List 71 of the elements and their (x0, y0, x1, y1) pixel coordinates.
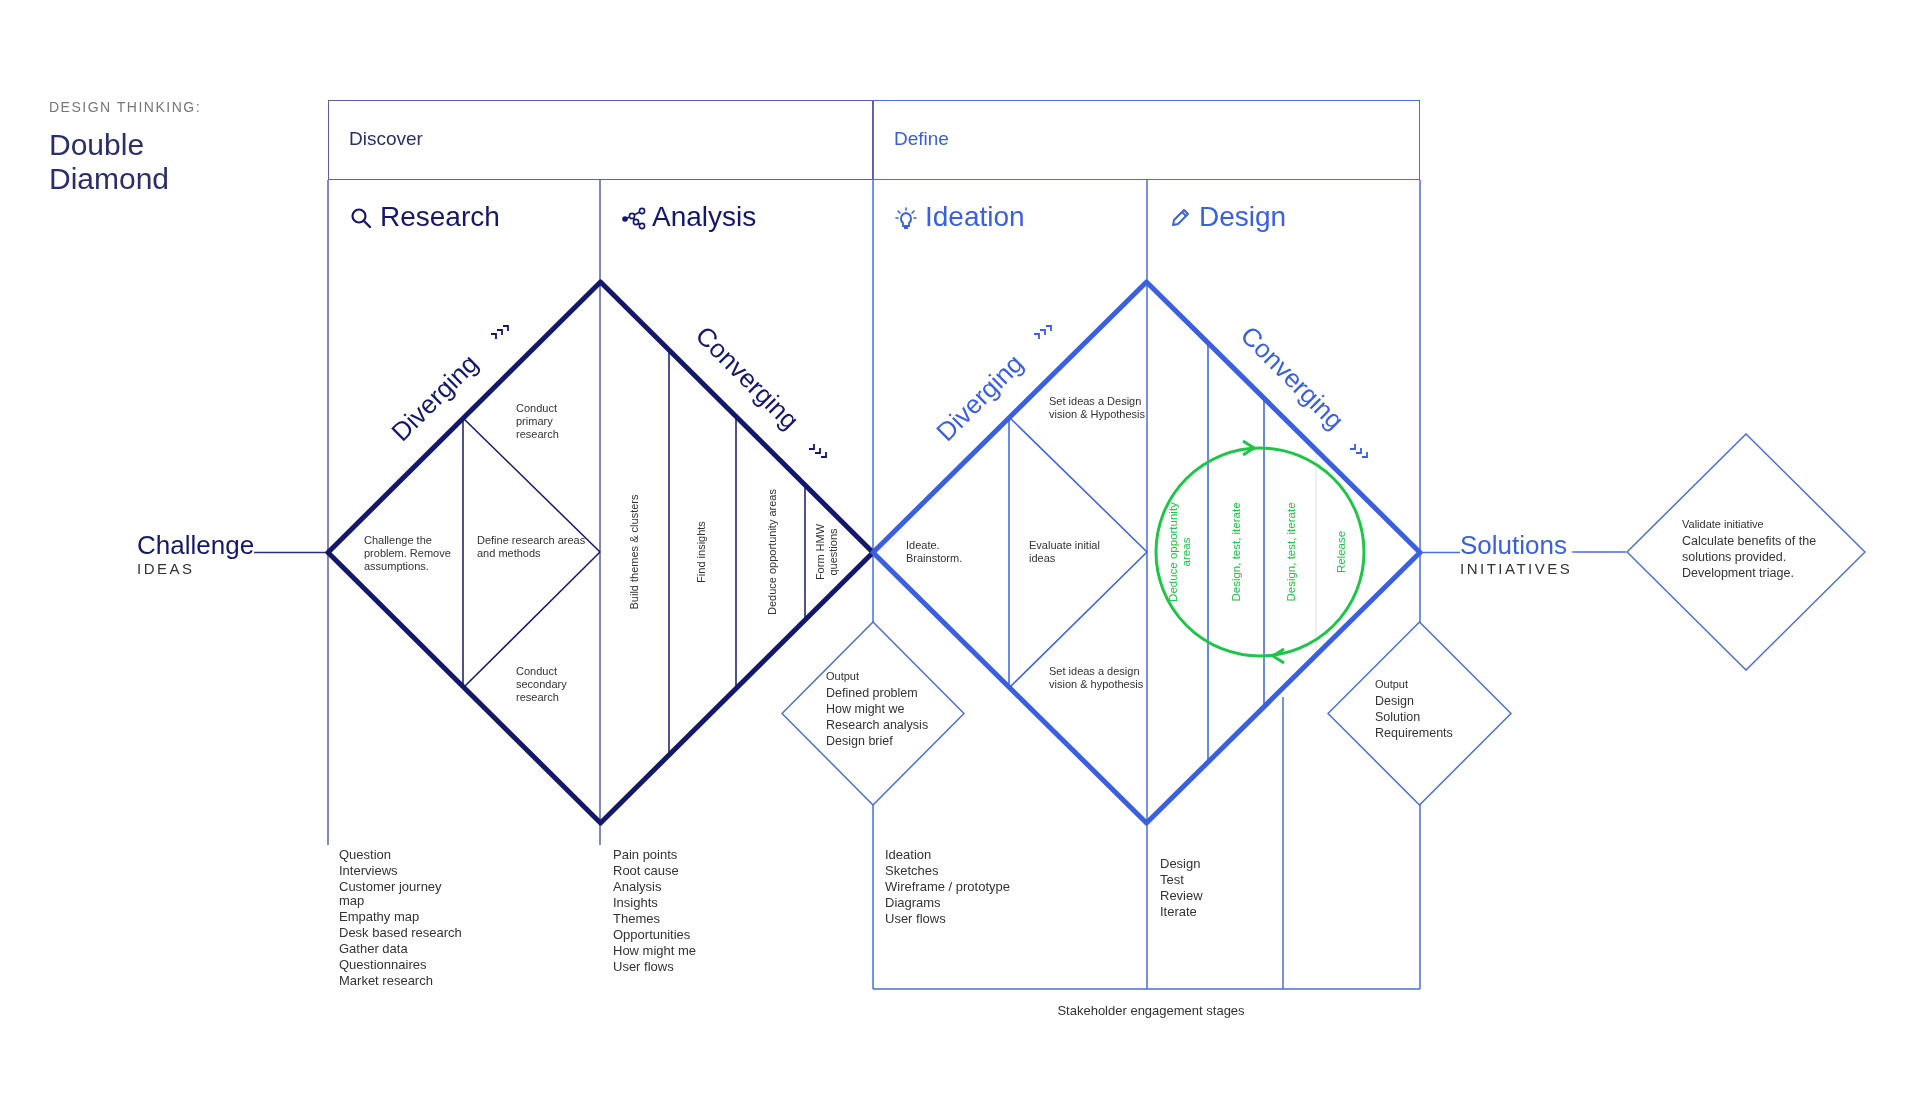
list-item: Root cause (613, 864, 680, 878)
step-text: Ideate. Brainstorm. (906, 539, 996, 565)
step-text: Define research areas and methods (477, 534, 602, 560)
subtitle: DESIGN THINKING: (49, 99, 202, 115)
loop-step-text: Deduce opportunity areas (1167, 501, 1193, 604)
stage-heading: Solutions (1460, 530, 1568, 560)
section-band (873, 100, 1420, 180)
loop-step-text: Design, test, iterate (1284, 501, 1298, 604)
list-item: Gather data (339, 942, 409, 956)
section-band (328, 100, 873, 180)
step-text: Find insights (694, 521, 708, 583)
output-heading: Validate initiative (1682, 517, 1765, 531)
step-text: Set ideas a Design vision & Hypothesis (1049, 395, 1164, 421)
output-item: Research analysis (826, 717, 930, 733)
list-item: Diagrams (885, 896, 942, 910)
output-item: How might we (826, 701, 906, 717)
loop-step-text: Design, test, iterate (1229, 501, 1243, 604)
stage-subheading: INITIATIVES (1460, 560, 1573, 577)
section-heading: Discover (349, 128, 423, 150)
output-item: Design brief (826, 733, 894, 749)
list-item: Insights (613, 896, 659, 910)
list-item: Design (1160, 857, 1202, 871)
list-item: Analysis (613, 880, 663, 894)
list-item: Wireframe / prototype (885, 880, 1011, 894)
list-item: Test (1160, 873, 1185, 887)
list-item: Review (1160, 889, 1204, 903)
diagram-title: Double Diamond (49, 128, 171, 196)
column-heading: Ideation (925, 201, 1025, 233)
caption-text: Stakeholder engagement stages (1057, 1002, 1245, 1018)
step-text: Deduce opportunity areas (765, 489, 779, 615)
step-text: Conduct primary research (516, 402, 591, 441)
loop-step-text: Release (1334, 529, 1348, 576)
stage-heading: Challenge (137, 530, 255, 560)
list-item: Iterate (1160, 905, 1198, 919)
column-heading: Design (1199, 201, 1287, 233)
column-heading: Analysis (652, 201, 757, 233)
connector-line (1571, 551, 1627, 553)
output-diamond (1626, 433, 1866, 671)
list-item: Question (339, 848, 393, 862)
list-item: Sketches (885, 864, 940, 878)
step-text: Build themes & clusters (627, 494, 641, 610)
output-item: Solution (1375, 709, 1422, 725)
step-text: Challenge the problem. Remove assumptions. (364, 534, 464, 573)
list-item: Questionnaires (339, 958, 428, 972)
list-item: Interviews (339, 864, 399, 878)
step-text: Form HMW questions (814, 517, 840, 587)
step-text: Evaluate initial ideas (1029, 539, 1124, 565)
list-item: Market research (339, 974, 434, 988)
list-item: Themes (613, 912, 661, 926)
list-item: Ideation (885, 848, 933, 862)
output-heading: Output (1375, 677, 1410, 691)
step-text: Set ideas a design vision & hypothesis (1049, 665, 1164, 691)
output-item: Requirements (1375, 725, 1454, 741)
stage-subheading: IDEAS (137, 560, 196, 577)
list-item: Customer journey map (339, 880, 443, 908)
list-item: Desk based research (339, 926, 463, 940)
output-diamond (1327, 621, 1512, 806)
list-item: User flows (885, 912, 947, 926)
output-item: Calculate benefits of the solutions provided. Development triage. (1682, 533, 1818, 581)
output-item: Design (1375, 693, 1415, 709)
column-heading: Research (380, 201, 500, 233)
section-heading: Define (894, 128, 949, 150)
output-item: Defined problem (826, 685, 919, 701)
output-diamond (781, 621, 965, 806)
list-item: User flows (613, 960, 675, 974)
list-item: How might me (613, 944, 698, 958)
list-item: Opportunities (613, 928, 692, 942)
list-item: Pain points (613, 848, 679, 862)
list-item: Empathy map (339, 910, 421, 924)
output-heading: Output (826, 669, 861, 683)
step-text: Conduct secondary research (516, 665, 596, 704)
